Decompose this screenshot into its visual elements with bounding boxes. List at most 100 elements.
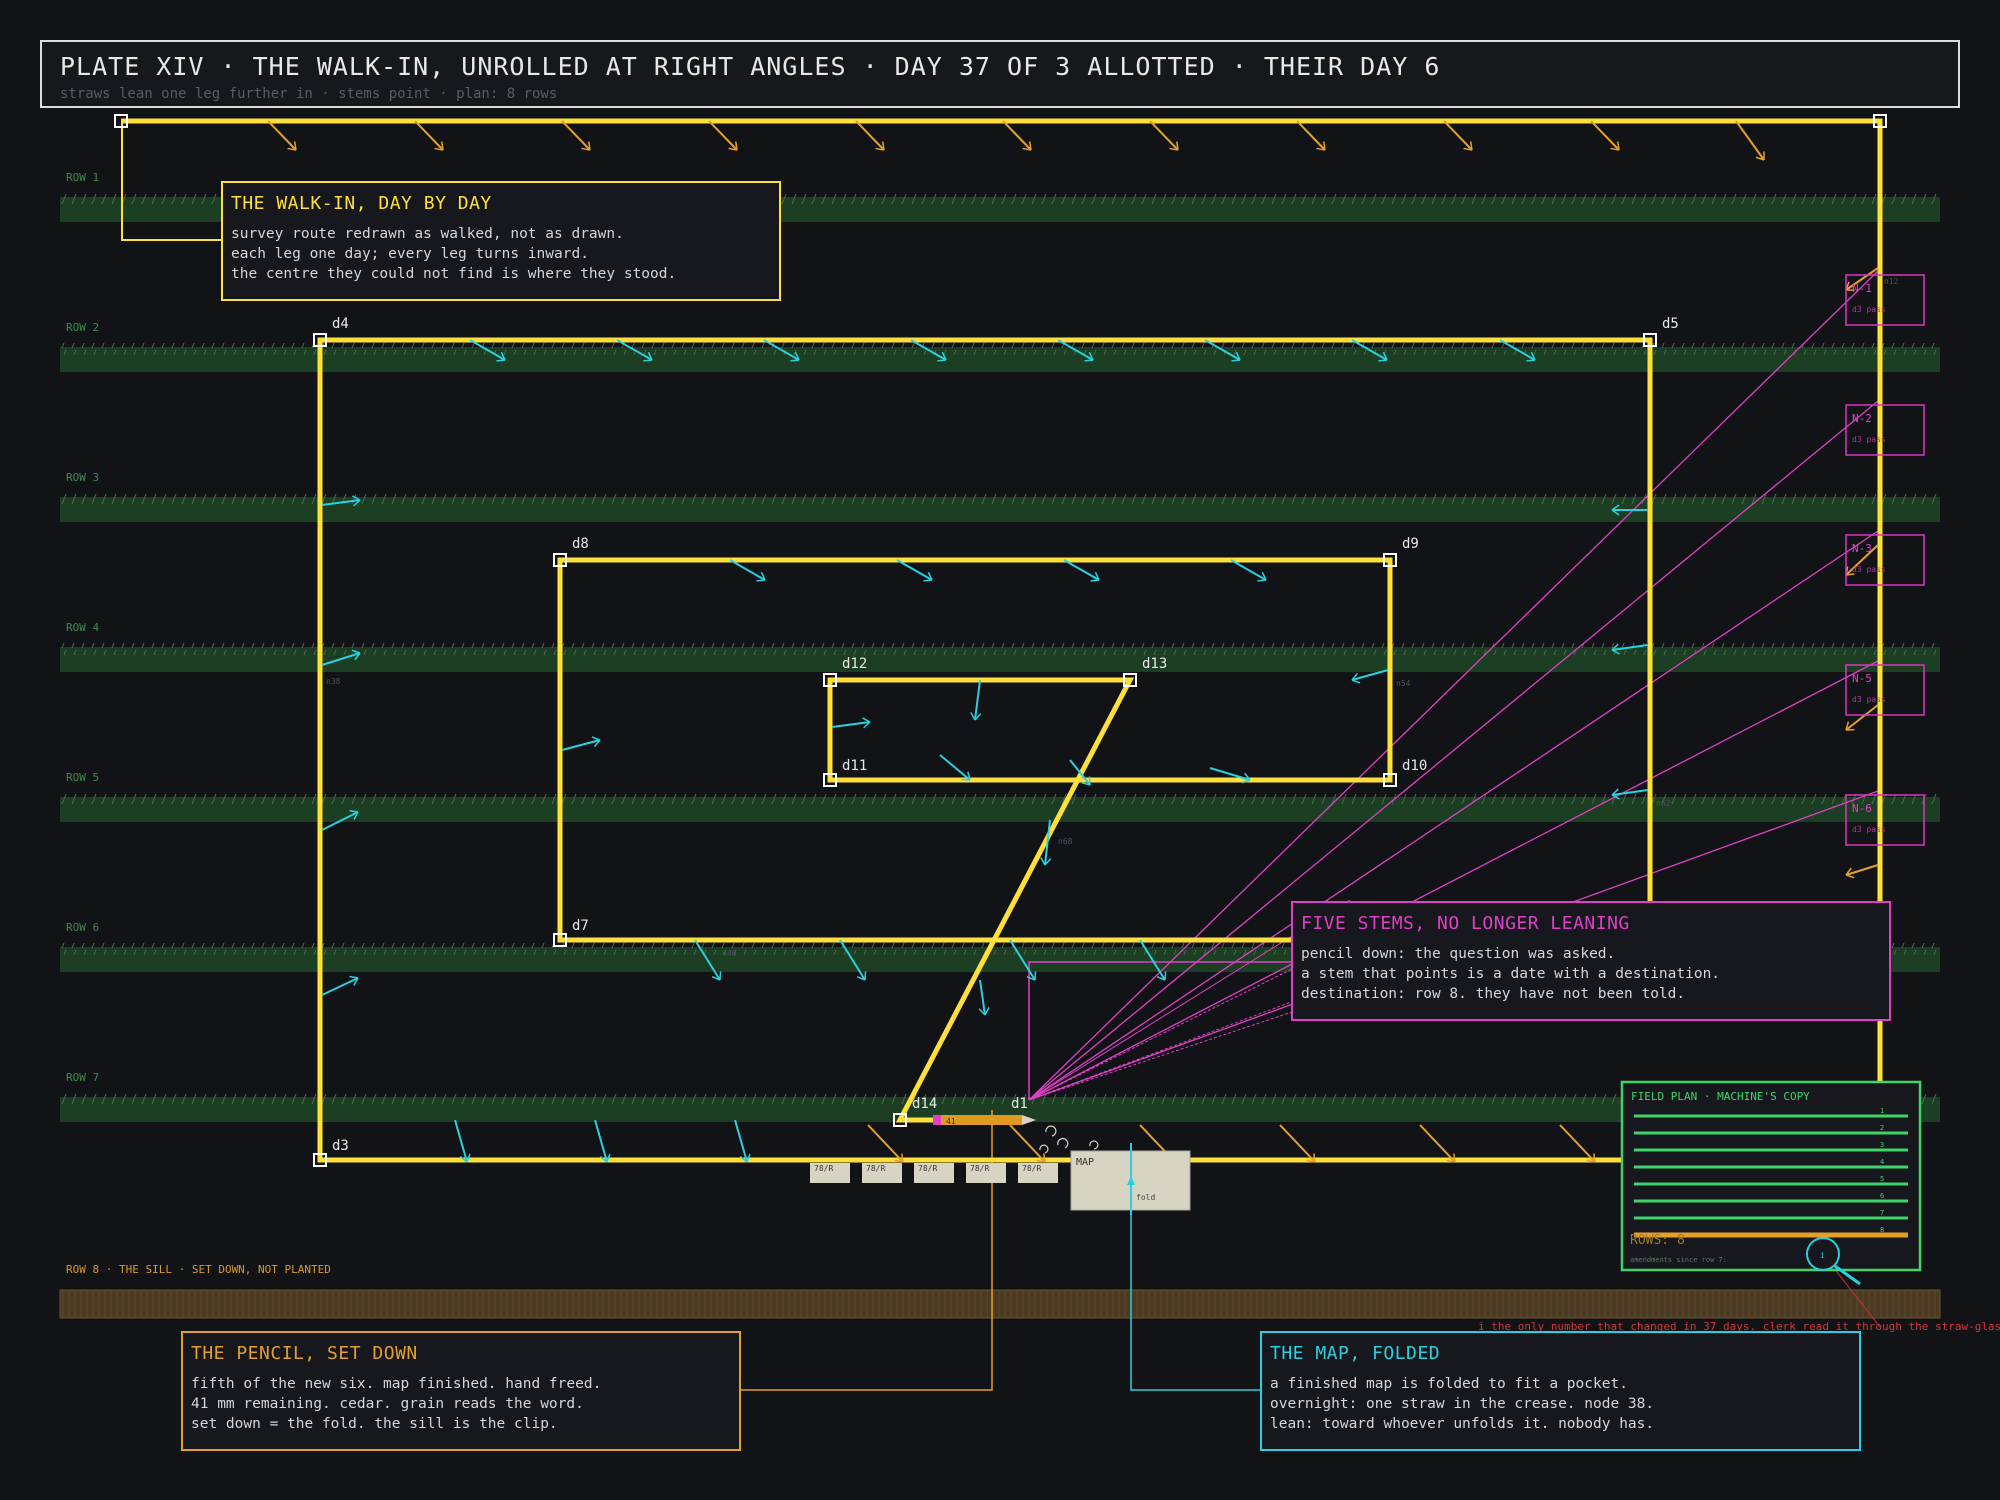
- stem-ray-9: [1028, 1011, 1293, 1101]
- field-plan-row-number: 1: [1880, 1107, 1884, 1115]
- field-plan-row-number: 4: [1880, 1158, 1884, 1166]
- block-4: 78/R: [966, 1163, 1006, 1183]
- straw: [1063, 559, 1100, 582]
- straw-glass-handle: [1834, 1264, 1861, 1286]
- block-5: 78/R: [1018, 1163, 1058, 1183]
- straw: [1040, 819, 1052, 866]
- block-1: 78/R: [810, 1163, 850, 1183]
- mark-n46: n46: [722, 949, 737, 958]
- straw: [831, 717, 871, 729]
- row-label-1: ROW 1: [66, 171, 99, 184]
- straw: [1845, 864, 1879, 879]
- straw: [321, 495, 361, 507]
- node-label-d13: d13: [1142, 656, 1167, 672]
- straw: [1590, 120, 1620, 151]
- map-label: MAP: [1076, 1157, 1094, 1168]
- stems-title: FIVE STEMS, NO LONGER LEANING: [1301, 913, 1630, 934]
- straw: [839, 939, 867, 981]
- node-label-d5: d5: [1662, 316, 1679, 332]
- stems-line-1: pencil down: the question was asked.: [1301, 946, 1616, 962]
- row-label-2: ROW 2: [66, 321, 99, 334]
- walk-in-line-3: the centre they could not find is where …: [231, 266, 677, 282]
- straw-glass-icon: [1806, 1237, 1840, 1271]
- straw: [939, 754, 971, 781]
- node-d10-marker: [1383, 773, 1397, 787]
- straw: [708, 120, 738, 151]
- stems-line-3: destination: row 8. they have not been t…: [1301, 986, 1686, 1002]
- folded-map: MAP fold: [1070, 1143, 1191, 1215]
- straws-layer: [267, 120, 1879, 1163]
- walk-in-line-1: survey route redrawn as walked, not as d…: [231, 226, 624, 242]
- straw: [1845, 704, 1879, 731]
- straw: [1296, 120, 1326, 151]
- field-plan-row-number: 2: [1880, 1124, 1884, 1132]
- svg-text:78/R: 78/R: [866, 1164, 885, 1173]
- svg-text:N-6: N-6: [1852, 802, 1872, 815]
- pencil-length: 41: [946, 1117, 956, 1126]
- row-band-4: [60, 643, 1940, 672]
- straw: [1139, 939, 1167, 981]
- row-label-5: ROW 5: [66, 771, 99, 784]
- node-label-d4: d4: [332, 316, 349, 332]
- field-plan-row-number: 6: [1880, 1192, 1884, 1200]
- svg-text:78/R: 78/R: [814, 1164, 833, 1173]
- node-d3-marker: [313, 1153, 327, 1167]
- n-tag-3: N-3 d3 pass: [1845, 534, 1925, 586]
- pencil-body: [940, 1115, 1022, 1125]
- plate-title: PLATE XIV · THE WALK-IN, UNROLLED AT RIG…: [60, 52, 1441, 81]
- mark-n12: n12: [1884, 277, 1899, 286]
- straw: [1209, 767, 1251, 784]
- node-label-d8: d8: [572, 536, 589, 552]
- pencil-line-3: set down = the fold. the sill is the cli…: [191, 1416, 558, 1432]
- straw: [561, 120, 591, 151]
- map-title: THE MAP, FOLDED: [1270, 1343, 1441, 1364]
- plate-subtitle: straws lean one leg further in · stems p…: [60, 86, 558, 102]
- straw: [855, 120, 885, 151]
- svg-text:N-2: N-2: [1852, 412, 1872, 425]
- stem-ray-1: [1028, 270, 1879, 1101]
- straw: [321, 649, 361, 666]
- pencil-eraser: [933, 1115, 941, 1125]
- node-label-d7: d7: [572, 918, 589, 934]
- row-band-2: [60, 343, 1940, 372]
- svg-text:d3 pass: d3 pass: [1852, 435, 1886, 444]
- straw: [694, 939, 722, 981]
- crease-arrow-icon: [1127, 1176, 1135, 1185]
- node-d7-marker: [553, 933, 567, 947]
- svg-text:78/R: 78/R: [918, 1164, 937, 1173]
- stems-line-2: a stem that points is a date with a dest…: [1301, 966, 1721, 982]
- straw: [729, 559, 766, 582]
- map-panel: THE MAP, FOLDED a finished map is folded…: [1260, 1331, 1861, 1451]
- svg-text:78/R: 78/R: [1022, 1164, 1041, 1173]
- row-band-3: [60, 493, 1940, 522]
- straw: [970, 679, 982, 721]
- node-markers: [114, 114, 1887, 1167]
- straw: [1611, 504, 1648, 516]
- sill-label: ROW 8 · THE SILL · SET DOWN, NOT PLANTED: [66, 1263, 331, 1276]
- stems-leader: [1028, 961, 1292, 1100]
- straw: [321, 809, 359, 831]
- walk-in-panel: THE WALK-IN, DAY BY DAY survey route red…: [221, 181, 781, 301]
- field-plan-amendments: amendments since row 7:: [1630, 1256, 1727, 1264]
- row-band-5: [60, 793, 1940, 822]
- footnote: i the only number that changed in 37 day…: [1478, 1320, 2000, 1333]
- straw: [1009, 939, 1037, 981]
- straw: [896, 559, 933, 582]
- straw: [616, 339, 653, 362]
- walk-in-leader: [121, 122, 222, 241]
- straw: [1351, 339, 1388, 362]
- node-label-d10: d10: [1402, 758, 1427, 774]
- pencil-line-1: fifth of the new six. map finished. hand…: [191, 1376, 602, 1392]
- map-leader: [1130, 1145, 1261, 1391]
- row-label-6: ROW 6: [66, 921, 99, 934]
- straw: [267, 120, 297, 151]
- row-bands: [60, 193, 1940, 1122]
- svg-text:d3 pass: d3 pass: [1852, 565, 1886, 574]
- pencil-tip-icon: [1022, 1115, 1036, 1125]
- node-d12-marker: [823, 673, 837, 687]
- straw: [1009, 1124, 1046, 1163]
- svg-text:d3 pass: d3 pass: [1852, 305, 1886, 314]
- walk-in-title: THE WALK-IN, DAY BY DAY: [231, 193, 492, 214]
- node-d5-marker: [1643, 333, 1657, 347]
